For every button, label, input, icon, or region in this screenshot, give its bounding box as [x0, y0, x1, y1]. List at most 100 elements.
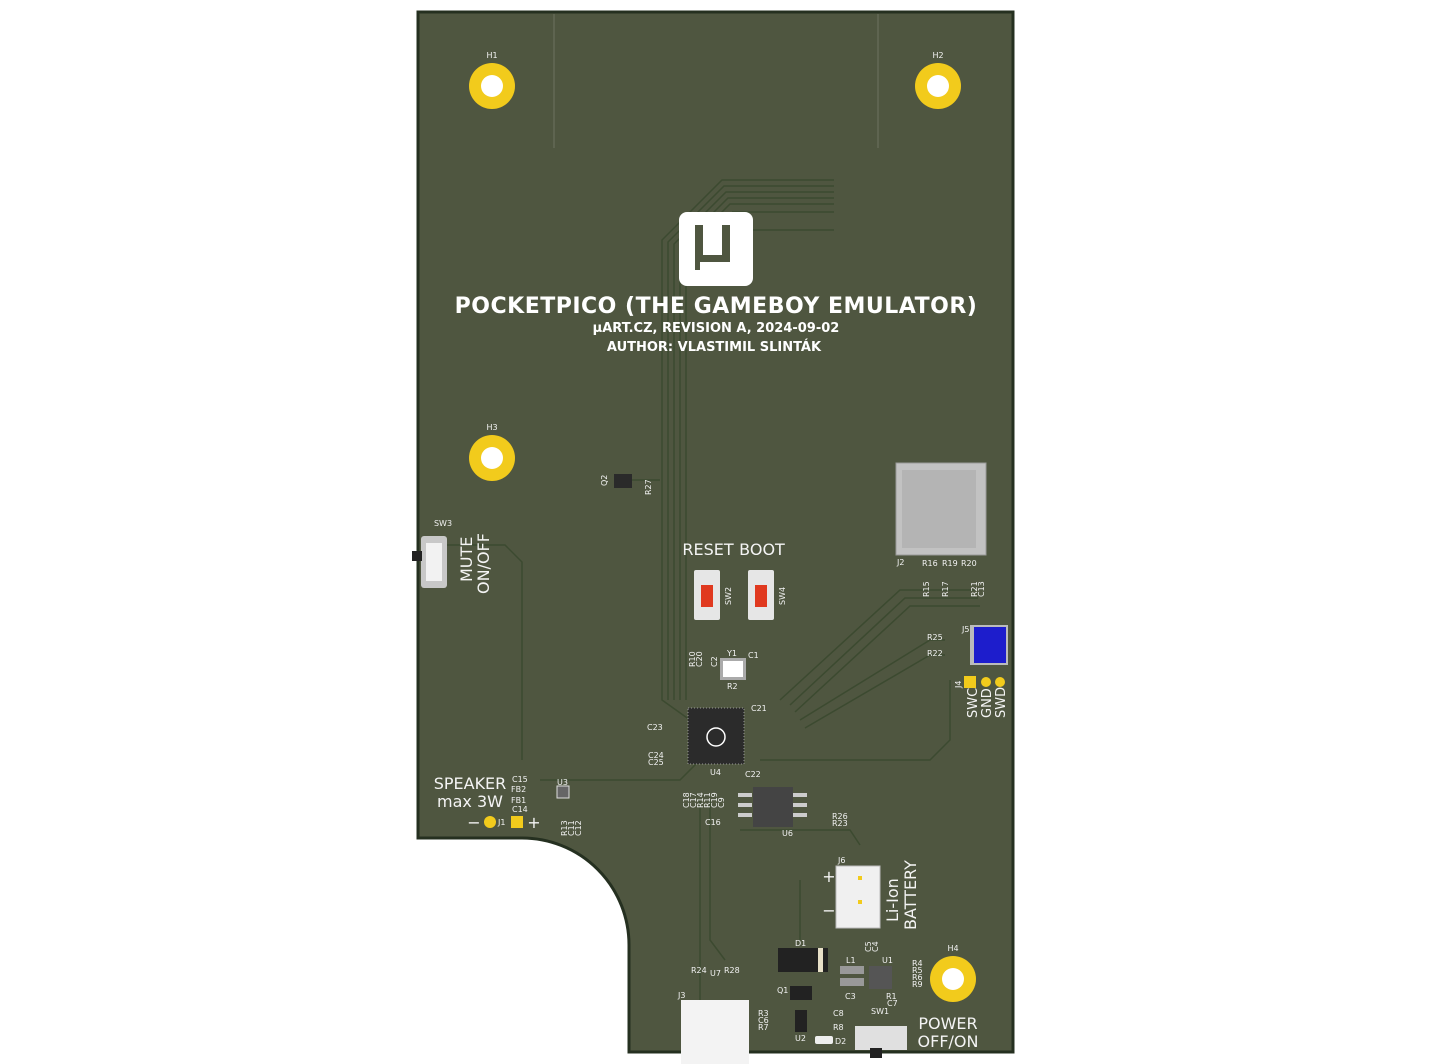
label-reset: RESET — [682, 540, 733, 559]
label-sw1: SW1 — [871, 1007, 889, 1016]
label-r15: R15 — [922, 581, 931, 597]
label-gnd: GND — [980, 688, 995, 718]
label-h2: H2 — [932, 51, 943, 60]
label-c22: C22 — [745, 770, 761, 779]
board-author: AUTHOR: VLASTIMIL SLINTÁK — [607, 339, 822, 355]
label-battery-plus: + — [822, 867, 835, 886]
label-r19: R19 — [942, 559, 958, 568]
label-r7: R7 — [758, 1023, 769, 1032]
transistor-q1 — [790, 986, 812, 1000]
label-r16: R16 — [922, 559, 938, 568]
label-on-off: ON/OFF — [474, 533, 493, 594]
flash-chip-u6 — [738, 787, 807, 827]
label-r17: R17 — [941, 581, 950, 597]
label-fb2: FB2 — [511, 785, 526, 794]
label-u1: U1 — [882, 956, 893, 965]
label-r13: R13 — [560, 820, 569, 836]
board-subtitle: µART.CZ, REVISION A, 2024-09-02 — [593, 321, 840, 336]
label-q1: Q1 — [777, 986, 788, 995]
usb-c-connector-j3[interactable] — [681, 1000, 749, 1064]
uart-logo — [679, 212, 753, 286]
label-l1: L1 — [846, 956, 856, 965]
label-sw2: SW2 — [724, 587, 733, 605]
label-boot: BOOT — [739, 540, 785, 559]
mounting-hole-h3 — [469, 435, 515, 481]
battery-connector-j6[interactable] — [835, 865, 881, 929]
label-r14: R14 — [696, 792, 705, 808]
led-d2 — [815, 1036, 833, 1044]
label-c9: C9 — [717, 797, 726, 808]
label-r5: R5 — [912, 966, 923, 975]
label-c17: C17 — [689, 792, 698, 808]
label-r9: R9 — [912, 980, 923, 989]
sd-card-slot-j2[interactable] — [895, 462, 987, 556]
label-swd: SWD — [994, 687, 1009, 718]
label-j6: J6 — [837, 856, 845, 865]
label-r24: R24 — [691, 966, 707, 975]
label-swc: SWC — [966, 688, 981, 718]
label-c19: C19 — [710, 792, 719, 808]
label-c2: C2 — [710, 656, 719, 667]
label-c11: C11 — [567, 820, 576, 836]
label-j3: J3 — [677, 991, 685, 1000]
label-h4: H4 — [947, 944, 958, 953]
label-sw4: SW4 — [778, 587, 787, 605]
label-r2: R2 — [727, 682, 738, 691]
debug-header-j4[interactable] — [964, 676, 1005, 688]
charger-u1 — [869, 966, 892, 989]
label-u2: U2 — [795, 1034, 806, 1043]
label-d2: D2 — [835, 1037, 846, 1046]
label-c4: C4 — [871, 941, 880, 952]
label-c6: C6 — [758, 1016, 769, 1025]
label-u3: U3 — [557, 778, 568, 787]
label-c13: C13 — [977, 581, 986, 597]
label-r10: R10 — [688, 651, 697, 667]
label-r4: R4 — [912, 959, 923, 968]
speaker-pads-j1[interactable] — [484, 816, 523, 828]
connector-j5[interactable] — [970, 625, 1008, 665]
label-c7: C7 — [887, 999, 898, 1008]
label-c21: C21 — [751, 704, 767, 713]
label-c15: C15 — [512, 775, 528, 784]
power-switch-sw1[interactable] — [855, 1026, 907, 1058]
label-u7: U7 — [710, 969, 721, 978]
label-c14: C14 — [512, 805, 528, 814]
diode-d1 — [778, 948, 828, 972]
label-c8: C8 — [833, 1009, 844, 1018]
rp2040-chip-u4 — [687, 707, 745, 765]
label-c20: C20 — [695, 651, 704, 667]
label-h1: H1 — [486, 51, 497, 60]
ic-u2 — [795, 1010, 807, 1032]
label-u4: U4 — [710, 768, 721, 777]
label-r1: R1 — [886, 992, 897, 1001]
label-max-3w: max 3W — [437, 792, 503, 811]
label-r6: R6 — [912, 973, 923, 982]
label-r20: R20 — [961, 559, 977, 568]
switch-sw3[interactable] — [412, 536, 447, 588]
label-r21: R21 — [970, 581, 979, 597]
reset-button-sw2[interactable] — [694, 570, 720, 620]
label-j1: J1 — [497, 818, 505, 827]
label-r28: R28 — [724, 966, 740, 975]
amp-u3 — [556, 785, 570, 799]
boot-button-sw4[interactable] — [748, 570, 774, 620]
label-c12: C12 — [574, 820, 583, 836]
label-r8: R8 — [833, 1023, 844, 1032]
crystal-y1 — [720, 658, 746, 680]
inductor-l1 — [840, 966, 864, 986]
label-r25: R25 — [927, 633, 943, 642]
label-u6: U6 — [782, 829, 793, 838]
label-r22: R22 — [927, 649, 943, 658]
label-r11: R11 — [703, 792, 712, 808]
label-fb1: FB1 — [511, 796, 526, 805]
label-q2: Q2 — [600, 475, 609, 486]
label-r27: R27 — [644, 479, 653, 495]
label-c18: C18 — [682, 792, 691, 808]
label-r3: R3 — [758, 1009, 769, 1018]
label-j2: J2 — [896, 558, 904, 567]
mounting-hole-h1 — [469, 63, 515, 109]
label-sw3: SW3 — [434, 519, 452, 528]
mounting-hole-h2 — [915, 63, 961, 109]
label-power: POWER — [918, 1014, 977, 1033]
